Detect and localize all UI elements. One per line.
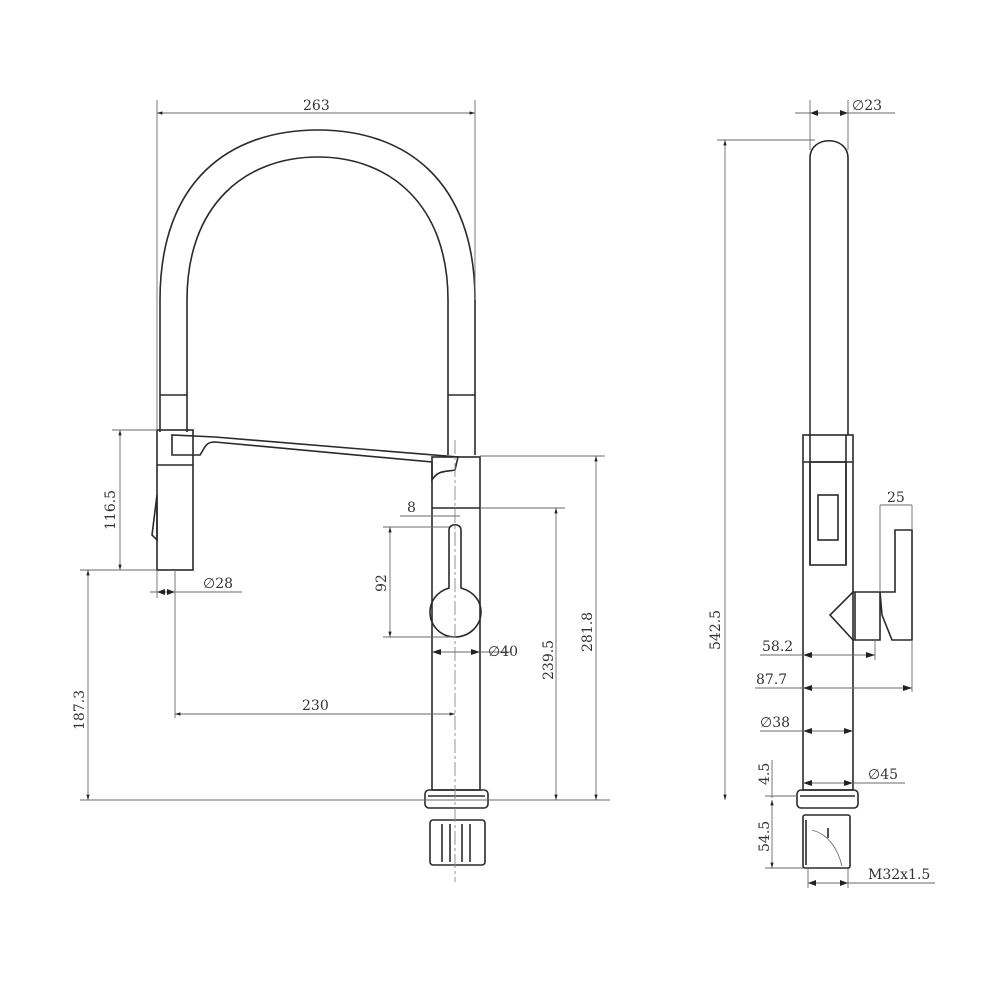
- dim-body-height: 281.8: [580, 612, 596, 652]
- dim-ring-height: 4.5: [757, 763, 773, 785]
- spout-arm: [171, 434, 459, 483]
- side-window: [817, 494, 839, 541]
- dim-ring-diameter: ∅45: [868, 767, 898, 783]
- dim-overall-depth: 87.7: [756, 672, 787, 688]
- faucet-body: [424, 456, 489, 866]
- side-view: ∅23 542.5 25 58.2 87.7 ∅38 4.5 ∅45 54.5: [708, 98, 935, 888]
- front-view: 263 116.5 ∅28 187.3 230 8 92 ∅40 239.5 2…: [72, 98, 610, 882]
- dim-spray-head-height: 116.5: [103, 490, 119, 530]
- dim-handle-length: 92: [374, 574, 390, 592]
- dim-shank-length: 54.5: [757, 821, 773, 852]
- gooseneck-hose: [159, 129, 476, 455]
- dim-handle-height: 239.5: [541, 640, 557, 680]
- dim-tube-diameter: ∅23: [852, 98, 882, 114]
- dim-overall-width: 263: [303, 98, 330, 114]
- dim-lever-width: 25: [887, 490, 905, 506]
- dim-spray-head-diameter: ∅28: [203, 576, 233, 592]
- dim-base-diameter: ∅38: [760, 715, 790, 731]
- side-handle: [828, 529, 913, 641]
- handle-lever: [429, 523, 482, 638]
- dim-reach: 230: [302, 698, 329, 714]
- dim-handle-offset: 8: [407, 500, 416, 516]
- dim-spout-height: 187.3: [72, 690, 88, 730]
- dim-body-diameter: ∅40: [488, 644, 518, 660]
- dim-overall-height: 542.5: [708, 610, 724, 650]
- dim-handle-projection: 58.2: [762, 639, 793, 655]
- side-tube: [809, 139, 849, 435]
- dim-thread: M32x1.5: [868, 867, 930, 883]
